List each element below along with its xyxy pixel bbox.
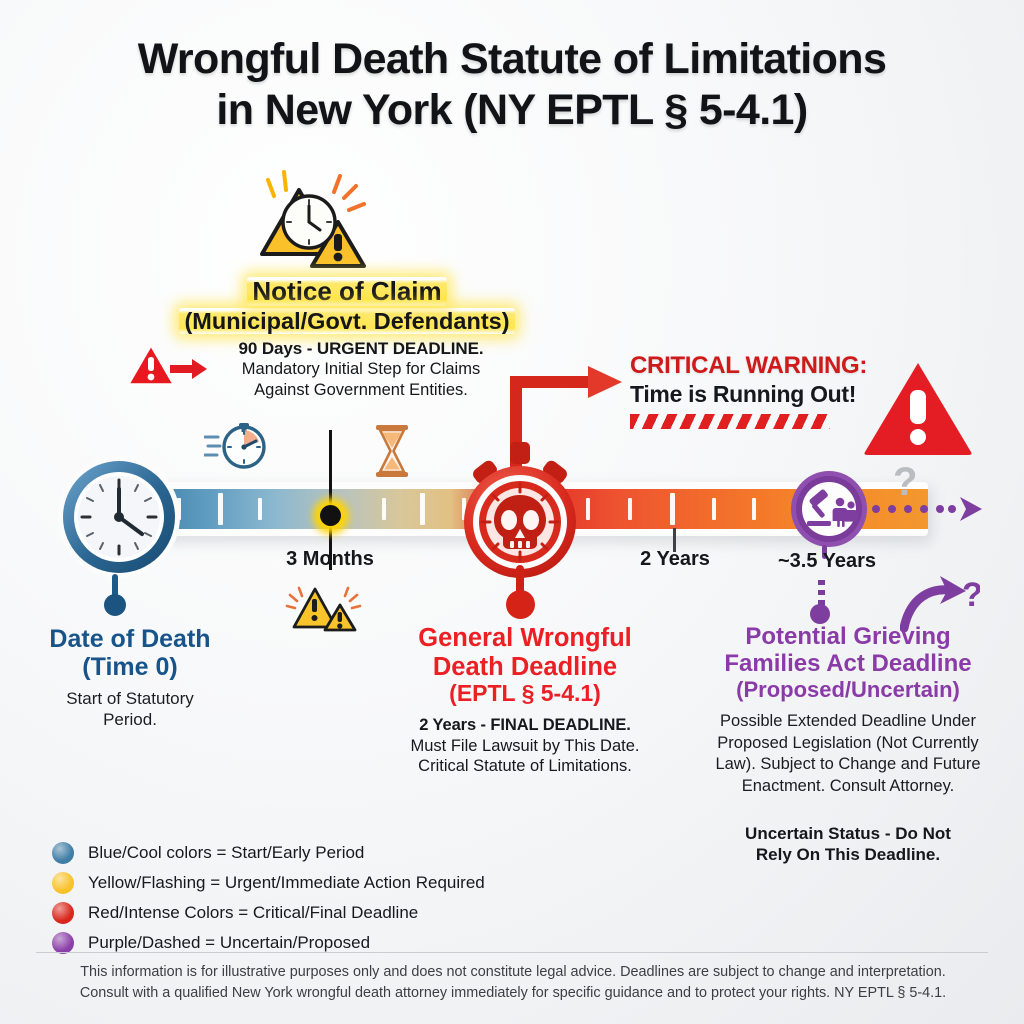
two-years-label: 2 Years — [640, 548, 710, 570]
hourglass-icon — [372, 424, 412, 478]
legend-label: Yellow/Flashing = Urgent/Immediate Actio… — [88, 873, 485, 892]
yellow-warning-triangle-icon — [285, 583, 363, 635]
page-title: Wrongful Death Statute of Limitations in… — [0, 34, 1024, 135]
general-deadline-body-line-2: Must File Lawsuit by This Date. — [410, 736, 640, 755]
legend-color-swatch-red — [52, 902, 74, 924]
three-months-marker-dot — [320, 505, 341, 526]
date-of-death-body-line-2: Period. — [103, 710, 157, 730]
gavel-connector-stem — [822, 545, 827, 559]
critical-warning-line-1: CRITICAL WARNING: — [630, 352, 868, 379]
warning-clock-icon — [252, 170, 372, 274]
footer-line-1: This information is for illustrative pur… — [80, 964, 946, 980]
footer-divider — [36, 952, 988, 953]
notice-of-claim-heading: Notice of Claim (Municipal/Govt. Defenda… — [132, 276, 562, 335]
proposed-deadline-label: Potential Grieving Families Act Deadline… — [700, 623, 996, 866]
notice-of-claim-heading-line-2: (Municipal/Govt. Defendants) — [179, 308, 515, 335]
purple-curved-arrow-icon: ? — [899, 570, 983, 633]
skull-connector-dot — [506, 590, 535, 619]
three-months-label: 3 Months — [286, 548, 374, 570]
notice-of-claim-body-bold: 90 Days - URGENT DEADLINE. — [238, 339, 484, 358]
general-deadline-body-line-3: Critical Statute of Limitations. — [418, 757, 632, 776]
legend-color-swatch-purple — [52, 932, 74, 954]
legend: Blue/Cool colors = Start/Early Period Ye… — [52, 838, 502, 958]
legend-label: Purple/Dashed = Uncertain/Proposed — [88, 933, 371, 952]
purple-dotted-arrow-icon — [872, 495, 984, 523]
general-deadline-label: General Wrongful Death Deadline (EPTL § … — [375, 624, 675, 777]
notice-of-claim-body-line-3: Against Government Entities. — [254, 381, 468, 400]
hazard-stripes-bar — [630, 414, 830, 429]
date-of-death-label: Date of Death (Time 0) Start of Statutor… — [10, 625, 250, 731]
skull-connector-stem — [516, 565, 524, 595]
legend-item: Yellow/Flashing = Urgent/Immediate Actio… — [52, 868, 502, 898]
general-deadline-heading-line-1: General Wrongful — [418, 624, 632, 652]
legend-color-swatch-yellow — [52, 872, 74, 894]
general-deadline-body-bold: 2 Years - FINAL DEADLINE. — [419, 715, 631, 734]
red-warning-triangle-icon — [128, 344, 174, 386]
gavel-connector-dot — [810, 604, 830, 624]
general-deadline-heading-line-2: Death Deadline — [432, 652, 618, 681]
footer-disclaimer: This information is for illustrative pur… — [38, 962, 988, 1004]
critical-warning-line-2: Time is Running Out! — [630, 381, 857, 407]
footer-line-2: Consult with a qualified New York wrongf… — [79, 984, 947, 1001]
date-of-death-heading-line-1: Date of Death — [49, 625, 211, 653]
general-deadline-heading-line-3: (EPTL § 5-4.1) — [449, 680, 601, 707]
clock-connector-dot — [104, 594, 126, 616]
skull-stopwatch-icon — [455, 440, 585, 580]
gavel-dotted-stem — [818, 580, 825, 606]
red-arrow-icon — [170, 358, 208, 380]
legend-item: Red/Intense Colors = Critical/Final Dead… — [52, 898, 502, 928]
date-of-death-body-line-1: Start of Statutory — [66, 689, 194, 708]
clock-icon — [56, 454, 182, 580]
proposed-deadline-note-line-1: Uncertain Status - Do Not — [745, 824, 951, 844]
proposed-deadline-note-line-2: Rely On This Deadline. — [755, 845, 941, 865]
legend-color-swatch-blue — [52, 842, 74, 864]
clock-connector-stem — [112, 574, 118, 600]
legend-item: Purple/Dashed = Uncertain/Proposed — [52, 928, 502, 958]
notice-of-claim-body: 90 Days - URGENT DEADLINE. Mandatory Ini… — [196, 338, 526, 401]
title-line-2: in New York (NY EPTL § 5-4.1) — [216, 85, 808, 134]
notice-of-claim-body-line-2: Mandatory Initial Step for Claims — [241, 360, 481, 379]
proposed-deadline-heading-line-1: Potential Grieving — [745, 623, 951, 650]
date-of-death-heading-line-2: (Time 0) — [82, 652, 178, 681]
legend-label: Red/Intense Colors = Critical/Final Dead… — [88, 903, 419, 922]
question-mark-icon: ? — [893, 460, 918, 504]
svg-text:?: ? — [962, 576, 980, 614]
gavel-family-icon — [790, 470, 868, 548]
proposed-deadline-body: Possible Extended Deadline Under Propose… — [715, 712, 981, 795]
proposed-deadline-heading-line-3: (Proposed/Uncertain) — [736, 676, 960, 702]
blue-stopwatch-icon — [203, 420, 268, 472]
red-warning-triangle-large-icon — [862, 360, 974, 456]
legend-item: Blue/Cool colors = Start/Early Period — [52, 838, 502, 868]
title-line-1: Wrongful Death Statute of Limitations — [137, 35, 887, 83]
critical-warning-text: CRITICAL WARNING: Time is Running Out! — [630, 352, 870, 429]
legend-label: Blue/Cool colors = Start/Early Period — [88, 843, 365, 862]
notice-of-claim-heading-line-1: Notice of Claim — [247, 276, 447, 307]
two-years-marker-line — [673, 528, 676, 552]
three-point-five-years-label: ~3.5 Years — [777, 550, 877, 572]
proposed-deadline-heading-line-2: Families Act Deadline — [724, 649, 972, 677]
